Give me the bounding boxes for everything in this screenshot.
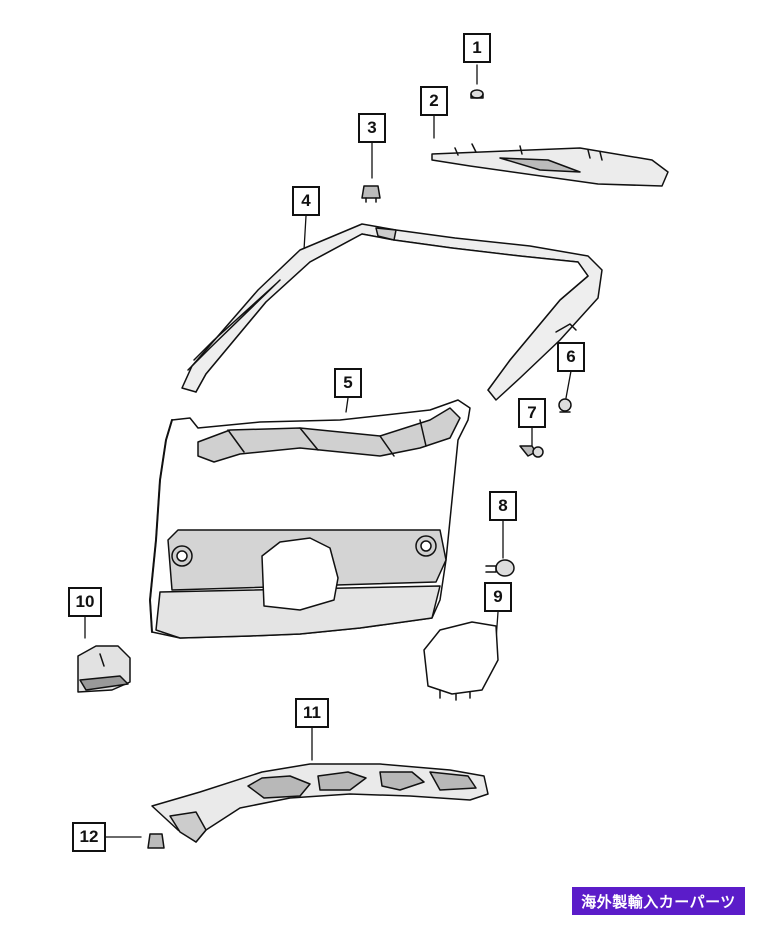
part-7-screw [519,445,544,458]
part-10-bracket [77,645,131,693]
part-3-retainer [361,185,381,203]
callout-7: 7 [518,398,546,428]
part-2-header-trim [431,143,669,187]
part-9-access-cover [423,621,499,701]
part-8-push-cap [485,559,515,577]
part-6-push-pin [558,398,572,413]
watermark-badge: 海外製輸入カーパーツ [572,887,745,915]
callout-6: 6 [557,342,585,372]
part-1-clip [470,89,484,99]
callout-8: 8 [489,491,517,521]
callout-12: 12 [72,822,106,852]
callout-10: 10 [68,587,102,617]
leader-lines [84,64,572,838]
part-12-nut [147,833,165,849]
callout-1: 1 [463,33,491,63]
callout-3: 3 [358,113,386,143]
callout-9: 9 [484,582,512,612]
callout-11: 11 [295,698,329,728]
callout-2: 2 [420,86,448,116]
part-11-scuff-panel [151,763,489,843]
part-4-window-frame-trim [181,223,603,401]
callout-4: 4 [292,186,320,216]
part-5-liftgate-panel [149,399,471,639]
callout-5: 5 [334,368,362,398]
